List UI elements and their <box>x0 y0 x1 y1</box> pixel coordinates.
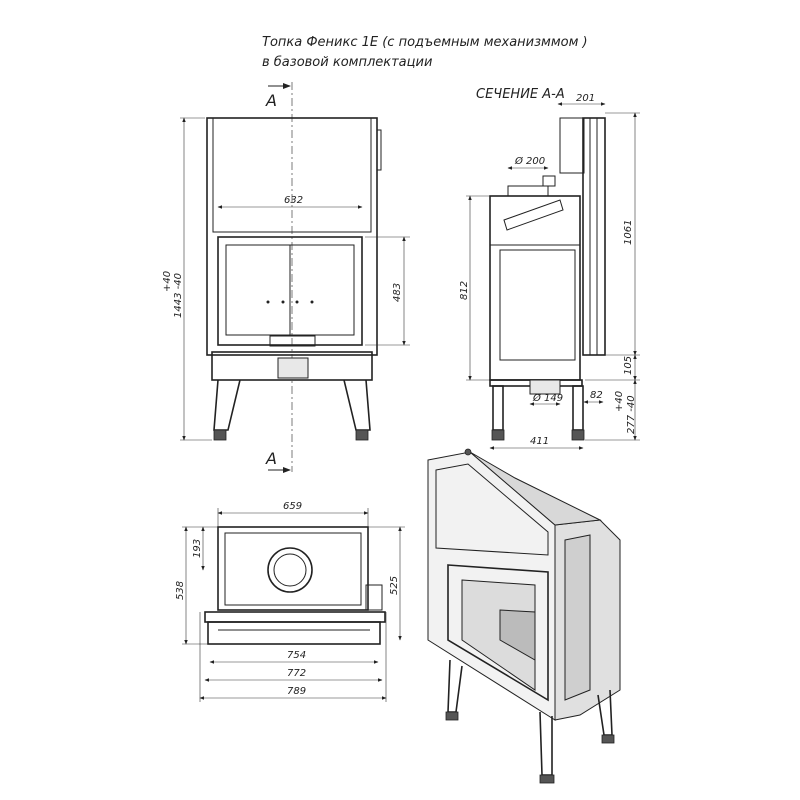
isometric-view <box>427 448 621 784</box>
side-bracket <box>376 129 382 171</box>
dim-1061: 1061 <box>623 220 634 245</box>
dim-812: 812 <box>459 281 470 300</box>
door-frame <box>217 236 363 346</box>
base-frame <box>211 351 373 381</box>
dim-193: 193 <box>192 539 203 558</box>
top-view: 659 193 538 525 754 772 789 <box>175 501 405 702</box>
front-view: A A 632 483 +40 1443 -40 <box>162 82 410 473</box>
iso-leg-1 <box>447 659 463 713</box>
flue-collar <box>507 185 549 197</box>
dim-air-149: Ø 149 <box>532 392 563 404</box>
leg-left <box>213 379 241 431</box>
section-view: СЕЧЕНИЕ А-А 201 Ø 200 1061 812 105 +40 2… <box>459 87 640 450</box>
dim-277: 277 -40 <box>626 395 637 434</box>
lift-mechanism <box>582 117 606 356</box>
dim-1443: 1443 -40 <box>173 273 184 318</box>
dim-82: 82 <box>590 390 603 401</box>
section-leg-left <box>492 385 504 431</box>
door-handle <box>269 335 316 347</box>
section-mark-bottom: A <box>265 449 277 468</box>
section-label: СЕЧЕНИЕ А-А <box>476 87 565 102</box>
dim-201: 201 <box>576 93 595 104</box>
iso-lift-rail <box>564 534 591 701</box>
section-mark-top: A <box>265 91 277 110</box>
dim-411: 411 <box>530 436 549 447</box>
dim-632: 632 <box>284 195 303 206</box>
dim-538: 538 <box>175 581 186 600</box>
dim-105: 105 <box>623 356 634 375</box>
leg-right <box>343 379 371 431</box>
dim-659: 659 <box>283 501 302 512</box>
dim-height-tol: +40 <box>162 271 173 292</box>
dim-flue-200: Ø 200 <box>514 155 545 167</box>
dim-772: 772 <box>287 668 306 679</box>
iso-leg-2 <box>539 711 553 776</box>
title-line-2: в базовой комплектации <box>262 55 432 70</box>
air-inlet <box>277 357 309 379</box>
counterweight <box>559 117 585 174</box>
iso-door <box>447 564 549 702</box>
flue-outlet <box>267 547 313 593</box>
dim-leg-tol: +40 <box>614 391 625 412</box>
section-body <box>489 195 581 381</box>
dim-483: 483 <box>392 283 403 302</box>
mechanism-top <box>365 584 383 611</box>
title-line-1: Топка Феникс 1Е (с подъемным механизммом… <box>262 35 588 50</box>
dim-525: 525 <box>389 576 400 595</box>
dim-789: 789 <box>287 686 306 697</box>
top-body <box>217 526 369 611</box>
baffle <box>503 199 564 231</box>
front-flange <box>207 621 381 645</box>
dim-754: 754 <box>287 650 306 661</box>
section-leg-right <box>572 385 584 431</box>
top-panel <box>212 117 372 233</box>
